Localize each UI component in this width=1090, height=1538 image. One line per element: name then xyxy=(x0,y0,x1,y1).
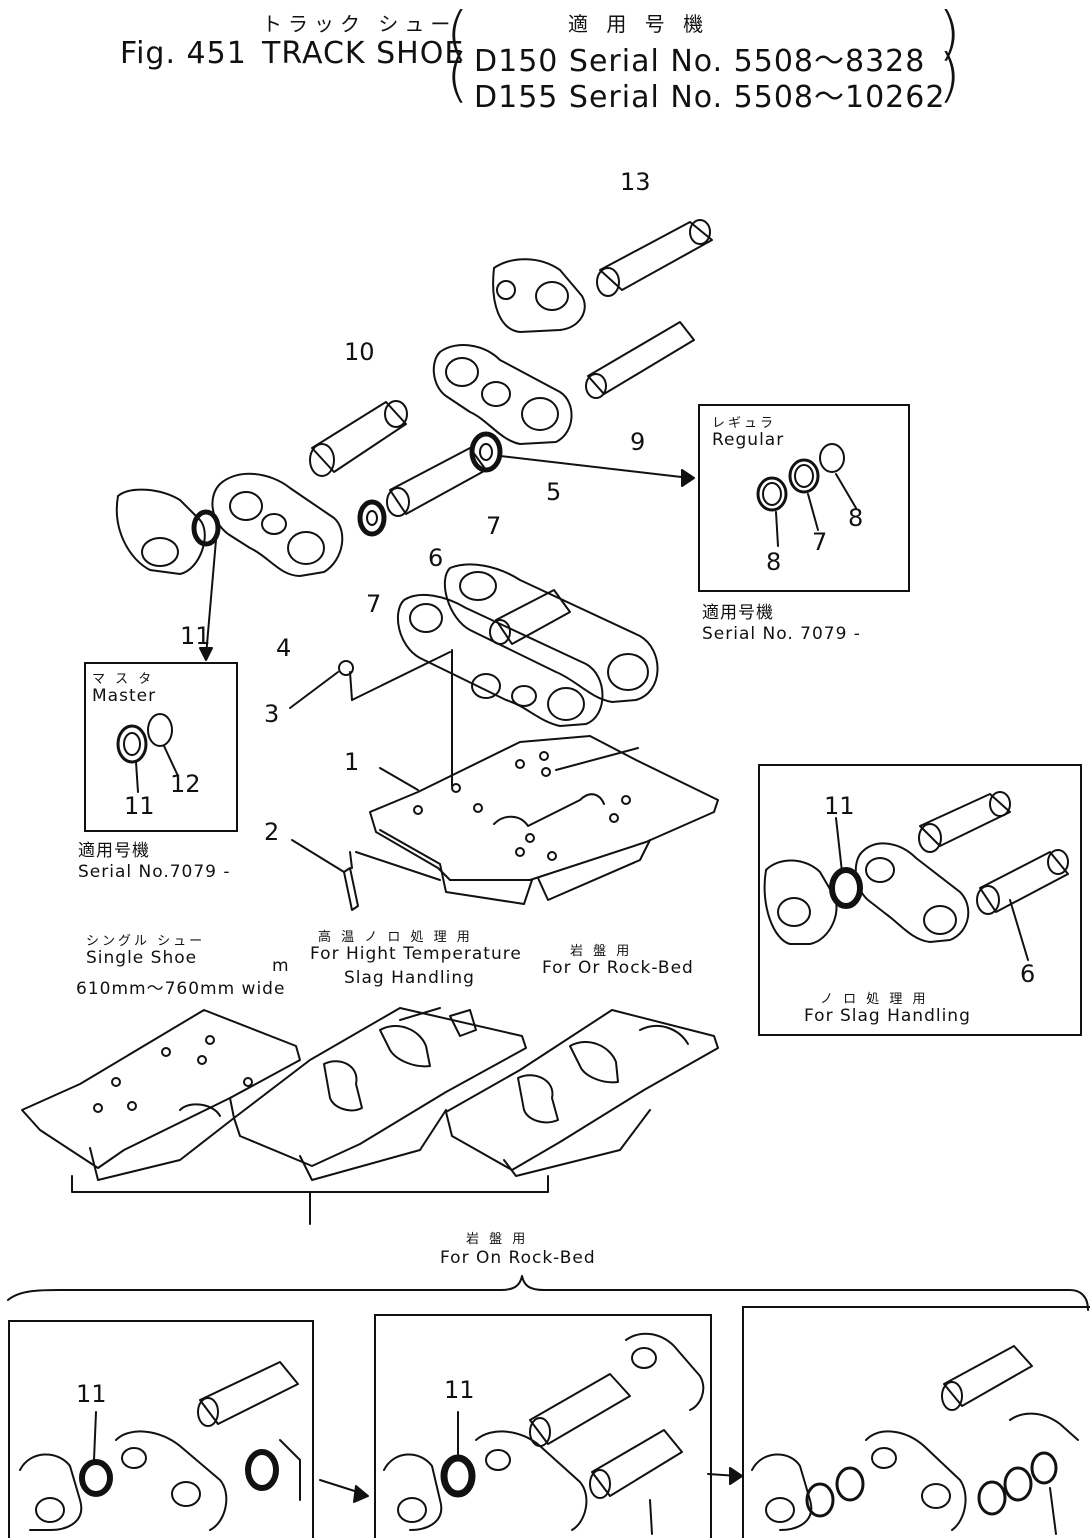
seal-7-center xyxy=(469,431,503,473)
high-temp-jp: 高 温 ノ ロ 処 理 用 xyxy=(318,930,473,945)
callout-6: 6 xyxy=(428,544,444,572)
regular-title-jp: レギュラ xyxy=(712,416,777,431)
left-paren: ( xyxy=(446,0,469,67)
left-paren-2: ( xyxy=(446,41,469,109)
master-box-sketch xyxy=(116,713,179,793)
bolt-2 xyxy=(291,839,359,911)
callout-11-master: 11 xyxy=(124,792,155,820)
callout-4: 4 xyxy=(276,634,292,662)
callout-12: 12 xyxy=(170,770,201,798)
bottom-panel-3 xyxy=(742,1306,1090,1538)
slag-caption: For Slag Handling xyxy=(804,1006,971,1026)
single-shoe-unit: m xyxy=(272,956,290,976)
callout-3: 3 xyxy=(264,700,280,728)
serial-line-1: D150 Serial No. 5508～8328 xyxy=(474,44,926,79)
callout-6-slag: 6 xyxy=(1020,960,1036,988)
master-serial: Serial No.7079 - xyxy=(78,862,231,882)
slag-handling: Slag Handling xyxy=(344,968,475,988)
pin-10 xyxy=(309,400,408,477)
slag-box-sketch xyxy=(763,791,1069,961)
leader-1 xyxy=(379,767,419,791)
callout-11: 11 xyxy=(180,622,211,650)
shoe-rock-bed xyxy=(445,1009,719,1177)
link-assembly xyxy=(396,563,659,727)
shoe-single xyxy=(21,1009,301,1181)
callout-7-regular: 7 xyxy=(812,528,828,556)
rock-bed-bottom-jp: 岩 盤 用 xyxy=(466,1232,529,1247)
link-5 xyxy=(432,344,573,445)
callout-7-left: 7 xyxy=(366,590,382,618)
single-shoe-width: 610mm～760mm wide xyxy=(76,979,286,999)
callout-5: 5 xyxy=(546,478,562,506)
track-end-left xyxy=(115,488,206,575)
callout-10: 10 xyxy=(344,338,375,366)
slag-caption-jp: ノ ロ 処 理 用 xyxy=(820,992,929,1007)
bottom-panel-1 xyxy=(8,1320,314,1538)
callout-7-center: 7 xyxy=(486,512,502,540)
seal-11-left xyxy=(191,509,221,547)
master-title: Master xyxy=(92,686,157,706)
callout-8-b: 8 xyxy=(848,504,864,532)
regular-box xyxy=(698,404,910,592)
bottom-panel-1-sketch xyxy=(19,1361,301,1531)
master-box xyxy=(84,662,238,832)
shoe-plate-1 xyxy=(369,735,719,905)
single-shoe: Single Shoe xyxy=(86,948,198,968)
seal-7-left xyxy=(357,499,387,537)
bottom-panel-3-sketch xyxy=(751,1345,1079,1535)
callout-2: 2 xyxy=(264,818,280,846)
title-jp: トラック シュー xyxy=(262,12,457,36)
regular-serial: Serial No. 7079 - xyxy=(702,624,861,644)
callout-13: 13 xyxy=(620,168,651,196)
page-title: TRACK SHOE xyxy=(262,36,465,71)
shoe-bracket xyxy=(71,1175,549,1193)
link-upper xyxy=(492,258,586,333)
bottom-bracket xyxy=(7,1275,1089,1311)
regular-title: Regular xyxy=(712,430,785,450)
callout-9: 9 xyxy=(630,428,646,456)
pin-13 xyxy=(596,219,713,297)
master-title-jp: マ ス タ xyxy=(92,672,155,687)
rock-bed-bottom: For On Rock-Bed xyxy=(440,1248,596,1268)
single-shoe-jp: シングル シュー xyxy=(86,934,206,949)
fig-label: Fig. 451 xyxy=(120,36,247,71)
callout-8-a: 8 xyxy=(766,548,782,576)
link-4 xyxy=(211,472,344,577)
callout-11-slag: 11 xyxy=(824,792,855,820)
serial-line-2: D155 Serial No. 5508～10262 xyxy=(474,80,946,115)
rock-bed-jp: 岩 盤 用 xyxy=(570,944,633,959)
pin-9 xyxy=(585,321,695,399)
regular-box-sketch xyxy=(756,443,857,547)
regular-serial-jp: 適用号機 xyxy=(702,603,774,623)
right-paren: ) xyxy=(938,0,961,67)
applicable-jp: 適 用 号 機 xyxy=(568,12,710,36)
bottom-panel-2-sketch xyxy=(383,1332,705,1535)
slag-box xyxy=(758,764,1082,1036)
bottom-panel-2 xyxy=(374,1314,712,1538)
shoe-high-temp xyxy=(233,1007,527,1181)
arrow-to-master xyxy=(205,539,217,657)
nut-3 xyxy=(289,660,354,709)
master-serial-jp: 適用号機 xyxy=(78,841,150,861)
arrow-to-regular xyxy=(499,455,691,479)
callout-1: 1 xyxy=(344,748,360,776)
right-paren-2: ) xyxy=(938,41,961,109)
callout-11-panel-1: 11 xyxy=(76,1380,107,1408)
high-temp: For Hight Temperature xyxy=(310,944,522,964)
rock-bed: For Or Rock-Bed xyxy=(542,958,694,978)
callout-11-panel-2: 11 xyxy=(444,1376,475,1404)
